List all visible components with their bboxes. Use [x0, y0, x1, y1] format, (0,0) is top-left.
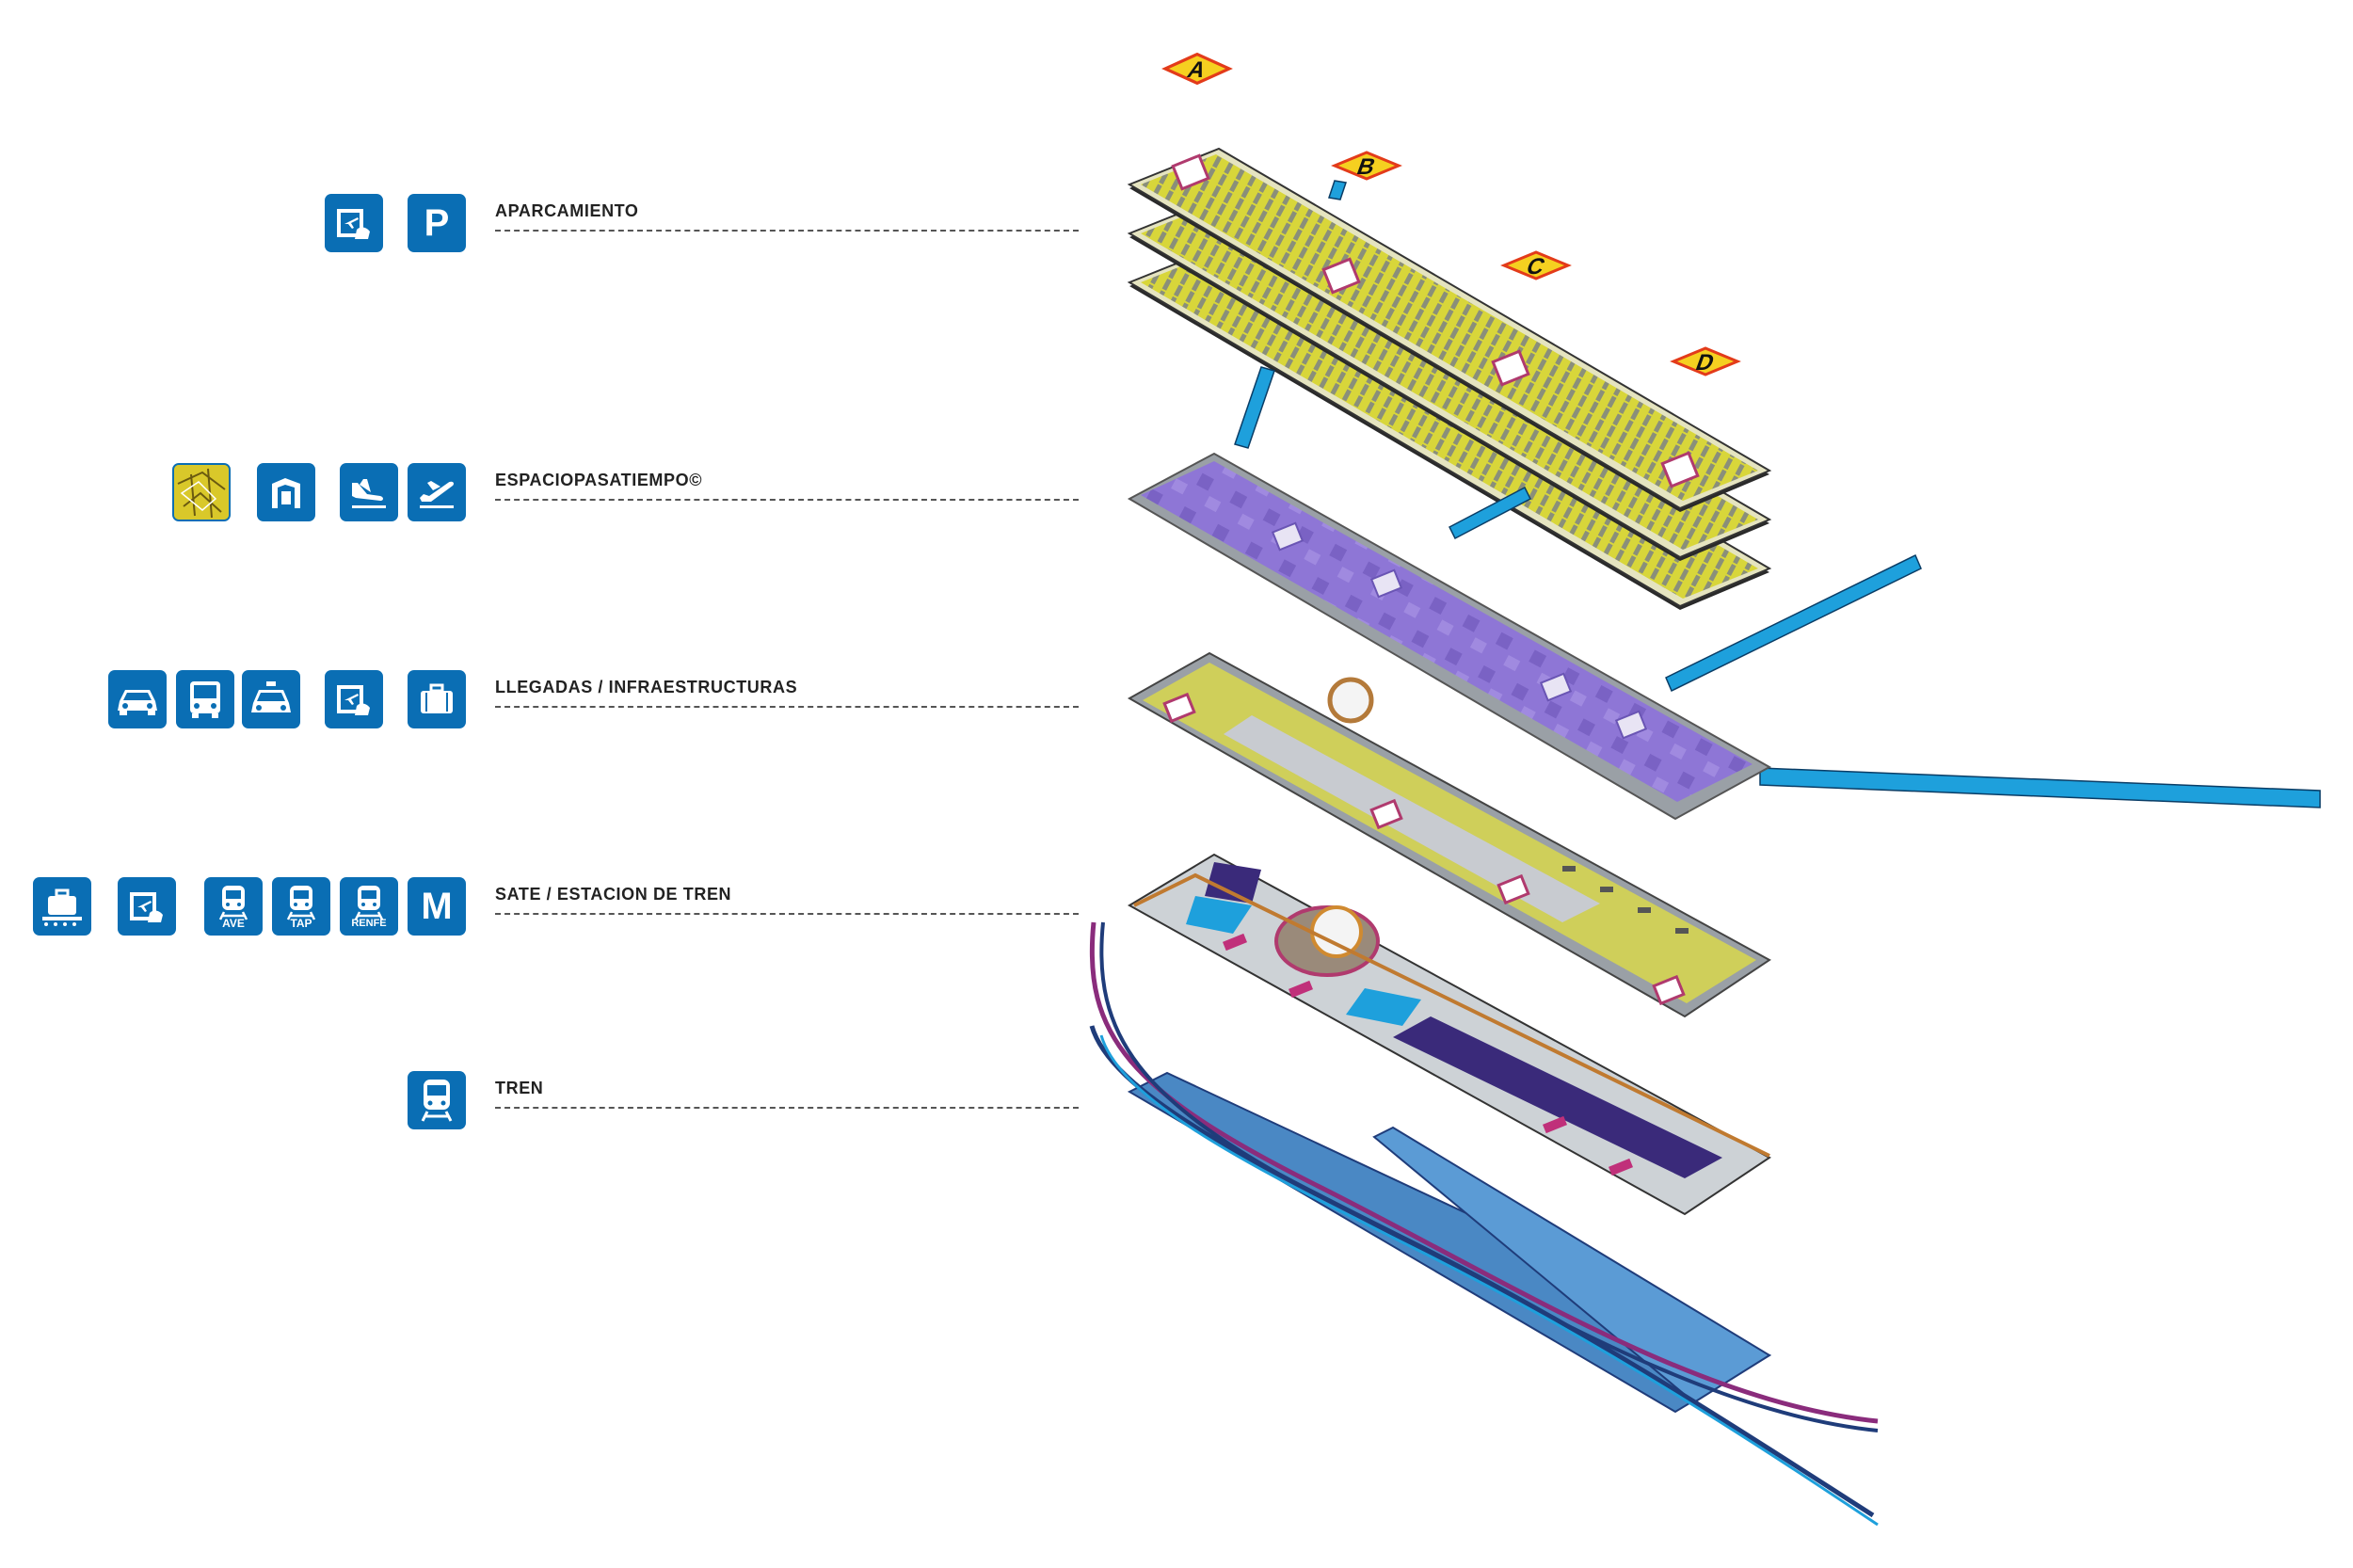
- level-label-mall: ESPACIOPASATIEMPO©: [495, 471, 703, 489]
- level-label-train: TREN: [495, 1079, 544, 1097]
- zone-marker-c: C: [1500, 250, 1572, 280]
- luggage-icon: [408, 670, 466, 728]
- train-icon: [408, 1071, 466, 1129]
- train-renfe-label: RENFE: [351, 918, 387, 929]
- station-level: [1128, 853, 1771, 1216]
- train-ave-icon: AVE: [204, 877, 263, 936]
- zone-markers: A B C D: [1161, 52, 1741, 376]
- baggage-claim-icon: [33, 877, 91, 936]
- metro-icon: M: [408, 877, 466, 936]
- exploded-axonometric: A B C D: [1089, 52, 2321, 1527]
- train-renfe-icon: RENFE: [340, 877, 398, 936]
- hand-plane-icon: [118, 877, 176, 936]
- legend-row-mall: ESPACIOPASATIEMPO©: [0, 463, 1092, 529]
- leader-line-arrivals: [495, 706, 1079, 708]
- train-tap-label: TAP: [290, 917, 312, 930]
- map-icon: [172, 463, 231, 521]
- level-label-parking: APARCAMIENTO: [495, 201, 639, 220]
- legend-row-arrivals: LLEGADAS / INFRAESTRUCTURAS: [0, 670, 1092, 736]
- hand-plane-icon: [325, 194, 383, 252]
- legend-row-station: AVE TAP RENFE M SATE / ESTACION DE TREN: [0, 877, 1092, 943]
- zone-marker-a: A: [1161, 52, 1233, 86]
- departure-plane-icon: [408, 463, 466, 521]
- mall-level: [1127, 452, 1772, 821]
- taxi-icon: [242, 670, 300, 728]
- leader-line-train: [495, 1107, 1079, 1109]
- legend-row-train: TREN: [0, 1071, 1092, 1137]
- parking-level: [1127, 147, 1772, 610]
- level-label-arrivals: LLEGADAS / INFRAESTRUCTURAS: [495, 678, 798, 696]
- hand-plane-icon: [325, 670, 383, 728]
- bus-icon: [176, 670, 234, 728]
- arrival-plane-icon: [340, 463, 398, 521]
- zone-marker-b: B: [1331, 151, 1402, 181]
- legend-row-parking: P APARCAMIENTO: [0, 194, 1092, 260]
- metro-letter: M: [421, 885, 453, 927]
- parking-letter: P: [424, 201, 450, 244]
- level-label-station: SATE / ESTACION DE TREN: [495, 885, 732, 904]
- connector-bridges: [1234, 180, 2321, 808]
- leader-line-parking: [495, 230, 1079, 232]
- shop-icon: [257, 463, 315, 521]
- leader-line-station: [495, 913, 1079, 915]
- car-icon: [108, 670, 167, 728]
- leader-line-mall: [495, 499, 1079, 501]
- parking-icon: P: [408, 194, 466, 252]
- zone-marker-d: D: [1670, 346, 1741, 376]
- train-level: [1089, 921, 1879, 1527]
- arrivals-level: [1127, 651, 1771, 1018]
- train-ave-label: AVE: [222, 917, 245, 930]
- train-tap-icon: TAP: [272, 877, 330, 936]
